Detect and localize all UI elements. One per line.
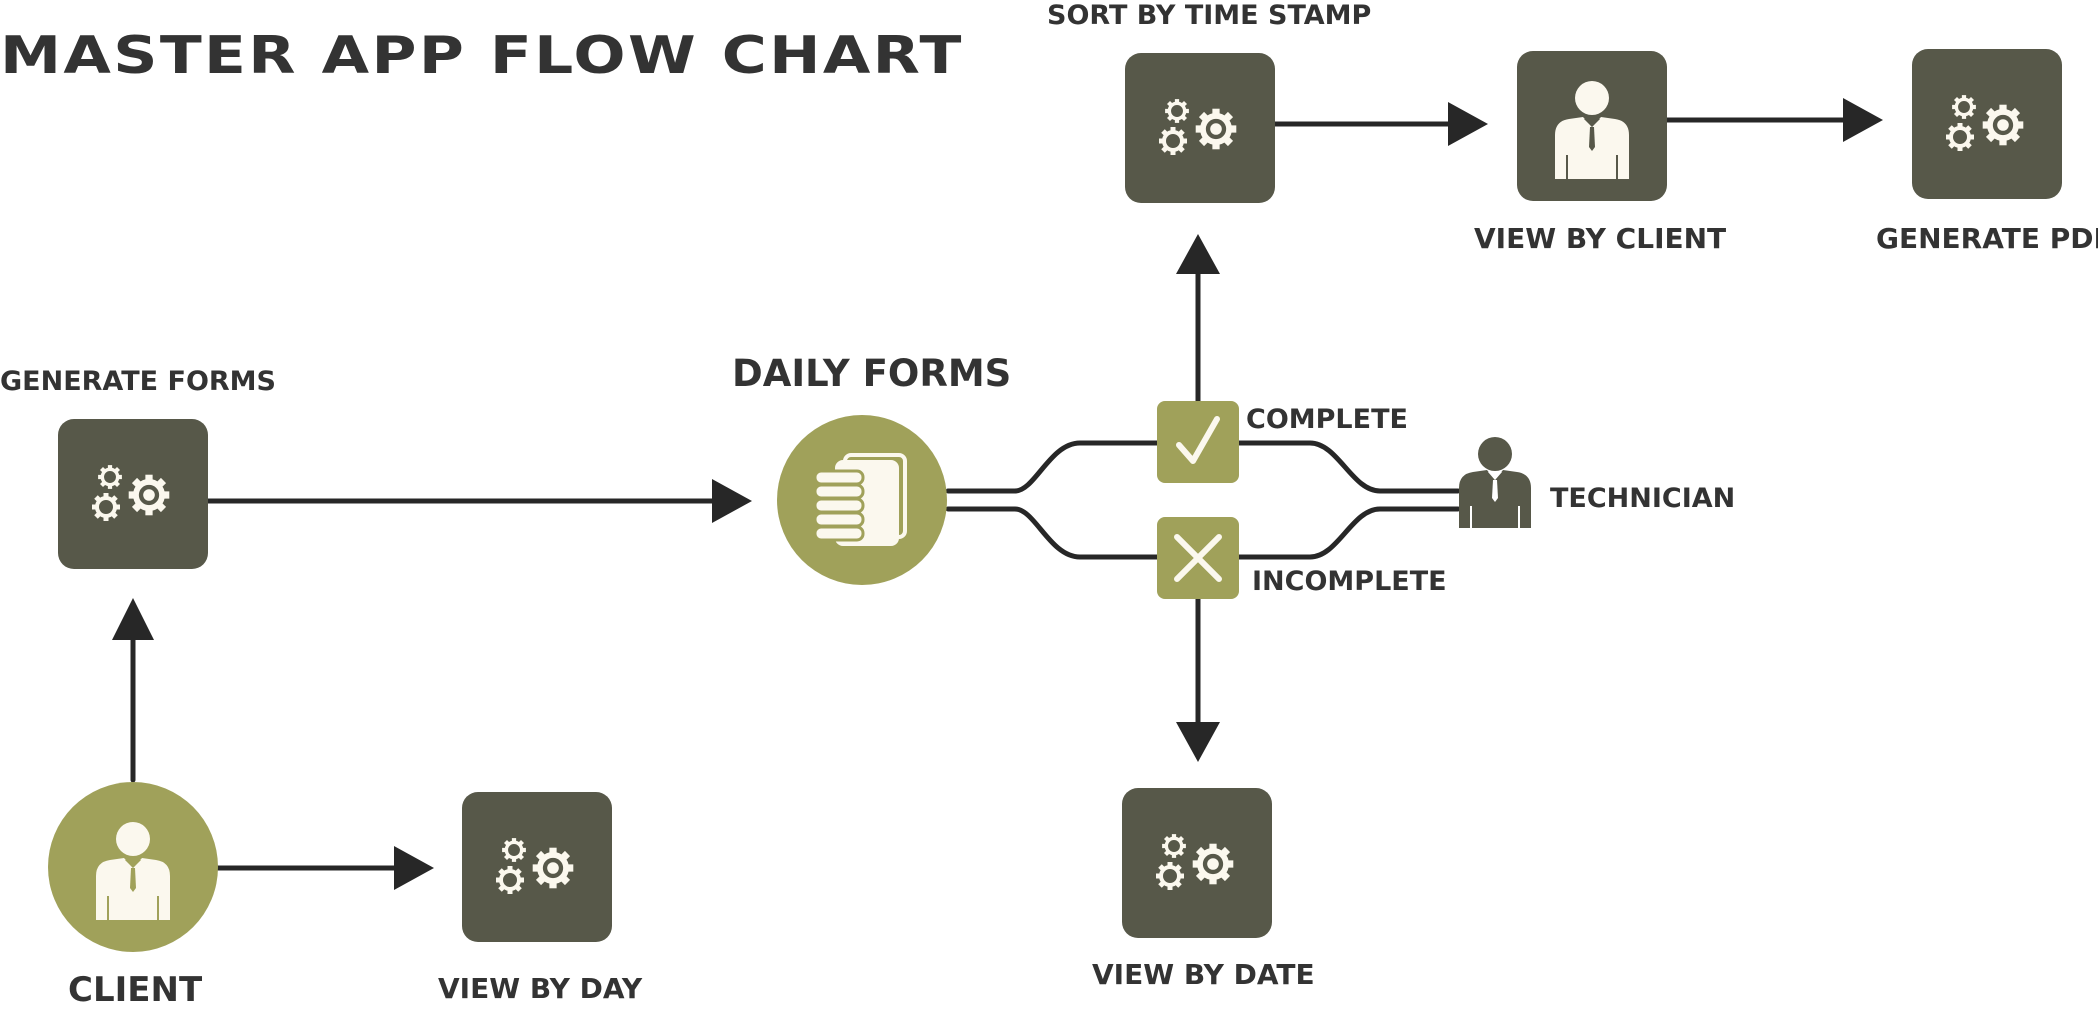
arrowhead-up-generate-forms: [112, 598, 154, 640]
arrowhead-up-sort: [1176, 234, 1220, 274]
gears-icon: [1912, 49, 2062, 199]
generate-pdf-label: GENERATE PDF: [1876, 222, 2098, 255]
generate-forms-label: GENERATE FORMS: [0, 366, 276, 397]
gears-icon: [1122, 788, 1272, 938]
client-label: CLIENT: [68, 970, 203, 1010]
arrowhead-down-view-by-date: [1176, 722, 1220, 762]
connector-incomplete-to-technician: [1235, 506, 1461, 560]
view-by-date-node[interactable]: [1122, 788, 1272, 938]
view-by-day-label: VIEW BY DAY: [438, 972, 643, 1005]
connector-daily-forms-to-complete: [945, 440, 1161, 494]
connector-daily-forms-to-incomplete: [945, 506, 1161, 560]
incomplete-label: INCOMPLETE: [1252, 566, 1447, 597]
view-by-day-node[interactable]: [462, 792, 612, 942]
complete-label: COMPLETE: [1246, 404, 1408, 435]
page-title: MASTER APP FLOW CHART: [0, 26, 964, 86]
generate-pdf-node[interactable]: [1912, 49, 2062, 199]
daily-forms-label: DAILY FORMS: [732, 352, 1012, 395]
view-by-client-node[interactable]: [1517, 51, 1667, 201]
view-by-client-label: VIEW BY CLIENT: [1474, 222, 1727, 255]
arrowhead-right-generate-pdf: [1843, 98, 1883, 142]
sort-by-time-stamp-label: SORT BY TIME STAMP: [1047, 0, 1372, 31]
complete-node[interactable]: [1157, 401, 1239, 483]
gears-icon: [1125, 53, 1275, 203]
arrowhead-right-view-by-client: [1448, 102, 1488, 146]
person-icon: [1554, 80, 1630, 180]
person-icon: [1459, 437, 1531, 528]
gears-icon: [58, 419, 208, 569]
arrowhead-right-view-by-day: [394, 846, 434, 890]
connector-complete-to-technician: [1235, 440, 1461, 494]
sort-by-time-stamp-node[interactable]: [1125, 53, 1275, 203]
client-node[interactable]: [48, 782, 218, 952]
checkmark-icon: [1176, 416, 1220, 464]
incomplete-node[interactable]: [1157, 517, 1239, 599]
view-by-date-label: VIEW BY DATE: [1092, 958, 1315, 991]
daily-forms-node[interactable]: [777, 415, 947, 585]
technician-label: TECHNICIAN: [1550, 483, 1736, 514]
person-icon: [95, 821, 171, 921]
generate-forms-node[interactable]: [58, 419, 208, 569]
cross-icon: [1174, 534, 1222, 582]
technician-node[interactable]: [1457, 436, 1533, 528]
gears-icon: [462, 792, 612, 942]
arrowhead-right-daily-forms: [712, 479, 752, 523]
documents-icon: [813, 453, 907, 546]
